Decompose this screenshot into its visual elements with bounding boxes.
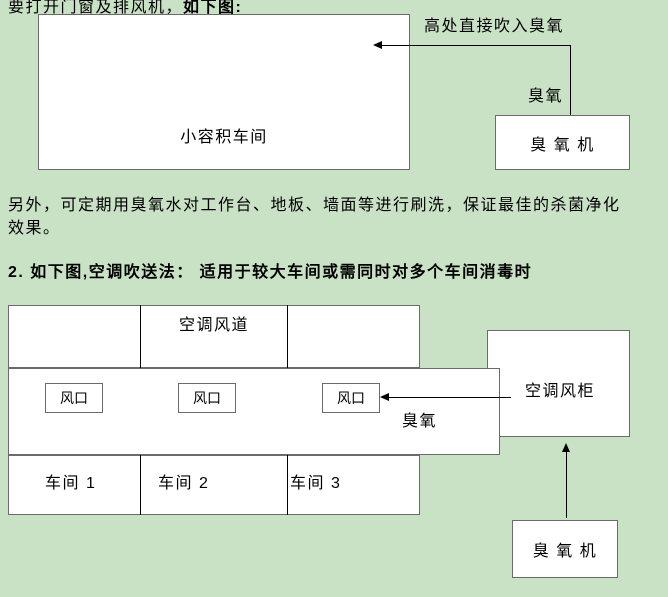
machine-to-cabinet-line — [566, 452, 567, 518]
workshop-row-box — [8, 455, 420, 515]
duct-row-divider-2 — [287, 305, 288, 368]
ozone-machine-box-2: 臭 氧 机 — [512, 520, 618, 578]
ozone-feed-arrow-line — [388, 397, 511, 398]
ozone-machine-label-2: 臭 氧 机 — [532, 543, 598, 560]
vent-label-2: 风口 — [193, 390, 221, 406]
workshop-label-1: 车间 1 — [45, 475, 97, 492]
vent-label-3: 风口 — [337, 390, 365, 406]
up-arrowhead-icon — [562, 443, 570, 452]
intro-line: 要打开门窗及排风机，如下图: — [8, 0, 242, 17]
left-arrowhead-icon — [373, 41, 382, 49]
vent-box-2: 风口 — [178, 383, 236, 413]
duct-row-box — [8, 305, 420, 368]
ozone-label-2: 臭氧 — [402, 413, 438, 430]
body-paragraph: 另外，可定期用臭氧水对工作台、地板、墙面等进行刷洗，保证最佳的杀菌净化效果。 — [8, 197, 621, 237]
ac-cabinet-box — [487, 330, 630, 437]
workshop-row-divider-2 — [287, 455, 288, 515]
small-workshop-label: 小容积车间 — [180, 129, 268, 146]
ozone-blow-annotation: 高处直接吹入臭氧 — [424, 18, 565, 35]
ac-duct-label: 空调风道 — [178, 317, 249, 334]
section-heading: 2. 如下图,空调吹送法： 适用于较大车间或需同时对多个车间消毒时 — [8, 264, 533, 281]
ozone-label: 臭氧 — [528, 88, 564, 105]
ozone-arrow-line — [381, 45, 570, 46]
vent-box-3: 风口 — [322, 383, 380, 413]
ac-cabinet-label: 空调风柜 — [525, 383, 596, 400]
ozone-machine-label: 臭 氧 机 — [530, 136, 595, 154]
workshop-label-2: 车间 2 — [158, 475, 210, 492]
workshop-row-divider-1 — [140, 455, 141, 515]
ozone-machine-box: 臭 氧 机 — [495, 115, 630, 170]
workshop-label-3: 车间 3 — [290, 475, 342, 492]
ozone-connector-line — [570, 45, 571, 115]
intro-bold-text: 如下图: — [183, 0, 243, 16]
vent-box-1: 风口 — [45, 383, 103, 413]
intro-text: 要打开门窗及排风机， — [8, 0, 184, 16]
duct-row-divider-1 — [140, 305, 141, 368]
vent-label-1: 风口 — [60, 390, 88, 406]
small-workshop-box: 小容积车间 — [38, 14, 410, 170]
left-arrowhead-icon — [380, 393, 389, 401]
